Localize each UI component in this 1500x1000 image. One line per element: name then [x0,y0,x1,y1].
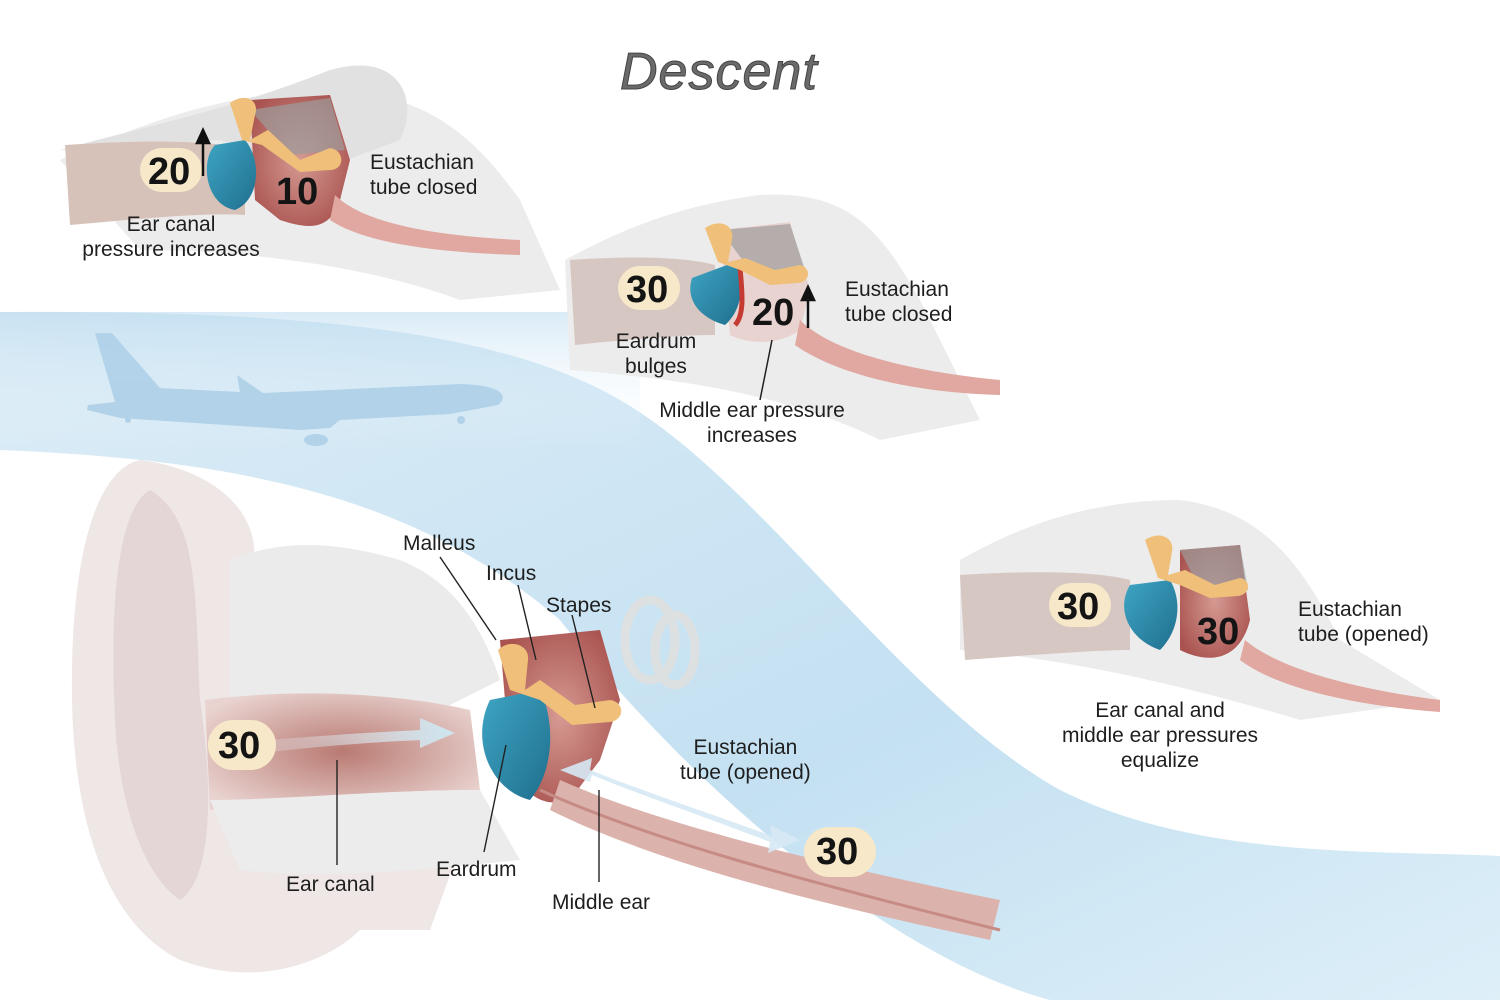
panel-stage-1 [60,65,560,300]
main-ear [71,460,1001,973]
eustachian-label: Eustachian tube (opened) [1298,598,1429,646]
eardrum-label: Eardrum [436,858,517,881]
eustachian-label: Eustachian tube closed [845,278,953,326]
malleus-label: Malleus [403,532,476,555]
middle-ear-pressure-value: 20 [752,292,795,334]
leader-line [759,339,773,401]
airplane-icon [87,333,503,446]
pressure-arrow-icon [270,718,455,752]
middle-ear-pressure-value: 10 [276,171,319,213]
up-arrow-icon [800,284,816,328]
caption-label: Middle ear pressure increases [659,399,845,447]
page-title: Descent [620,43,818,102]
stapes-label: Stapes [546,594,612,617]
ear-canal-pressure-value: 30 [218,725,261,767]
panel-stage-2 [565,194,1000,440]
pressure-badge [1049,583,1111,627]
pressure-badge [804,827,876,877]
ear-canal-pressure-value: 30 [1057,586,1100,628]
ear-canal-pressure-value: 20 [148,151,191,193]
panel-stage-3 [960,500,1440,720]
ear-canal-pressure-value: 30 [626,269,669,311]
caption-label: Ear canal pressure increases [82,213,260,261]
up-arrow-icon [195,127,211,176]
middle-ear-pressure-value: 30 [1197,611,1240,653]
leader-lines [336,556,600,882]
sky-band [0,311,1500,1000]
pressure-badge [208,720,276,770]
incus-label: Incus [486,562,537,585]
eardrum-label: Eardrum bulges [615,330,697,378]
semicircular-canals-icon [620,595,700,690]
middle-ear-label: Middle ear [552,891,651,914]
tube-pressure-value: 30 [816,831,859,873]
pressure-badge [618,266,680,310]
ear-canal-label: Ear canal [286,873,375,896]
pressure-badge [140,148,202,192]
pressure-arrow-icon [560,758,800,853]
eustachian-label: Eustachian tube closed [370,151,478,199]
caption-label: Ear canal and middle ear pressures equal… [1061,699,1259,772]
eustachian-label: Eustachian tube (opened) [680,736,811,784]
